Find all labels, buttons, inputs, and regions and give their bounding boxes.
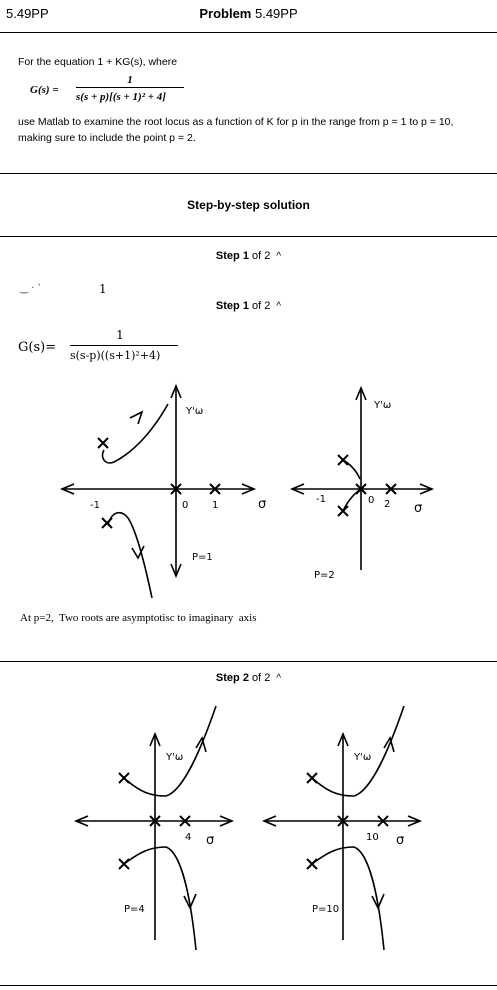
- arrowhead-icon: [337, 731, 349, 747]
- locus-branch-upper: [101, 403, 169, 464]
- divider: [0, 661, 497, 662]
- problem-line-3: use Matlab to examine the root locus as …: [18, 116, 454, 128]
- tick-label: 1: [212, 500, 218, 511]
- arrowhead-icon: [289, 483, 305, 495]
- arrowhead-icon: [419, 483, 435, 495]
- pole-marker-icon: [209, 483, 221, 495]
- locus-branch-lower: [107, 511, 153, 599]
- pole-marker-icon: [118, 858, 130, 870]
- pole-marker-icon: [377, 815, 389, 827]
- header-title-bold: Problem: [199, 6, 252, 21]
- collapse-caret-icon[interactable]: ^: [276, 673, 282, 684]
- pole-marker-icon: [355, 483, 367, 495]
- header-title-rest: 5.49PP: [254, 6, 298, 21]
- pole-marker-icon: [306, 858, 318, 870]
- tick-label: 4: [185, 832, 191, 843]
- pole-marker-icon: [118, 772, 130, 784]
- divider: [0, 985, 497, 986]
- sigma-axis-label: σ: [206, 833, 214, 848]
- fraction-bar: [70, 345, 178, 346]
- locus-arrow-icon: [371, 893, 385, 910]
- problem-g-numerator: 1: [127, 74, 133, 86]
- arrowhead-icon: [355, 385, 367, 401]
- jw-axis-label: Y'ω: [353, 752, 371, 763]
- divider: [0, 173, 497, 174]
- partial-glyphs: ‿ · ‛: [20, 283, 41, 294]
- arrowhead-icon: [241, 483, 257, 495]
- step1-title-bold: Step 1: [215, 250, 249, 262]
- tick-label: 10: [366, 832, 379, 843]
- problem-g-label: G(s) =: [30, 84, 59, 96]
- locus-arrow-icon: [183, 893, 197, 910]
- pole-marker-icon: [170, 483, 182, 495]
- pole-marker-icon: [337, 454, 349, 466]
- arrowhead-icon: [59, 483, 75, 495]
- step1-g-label: G(s)=: [18, 340, 57, 355]
- problem-g-denominator: s(s + p)[(s + 1)² + 4]: [76, 91, 166, 103]
- solution-title: Step-by-step solution: [187, 198, 310, 212]
- pole-marker-icon: [149, 815, 161, 827]
- step1-g-numerator: 1: [116, 328, 124, 342]
- step1-note: At p=2, Two roots are asymptotisc to ima…: [20, 612, 257, 624]
- pole-marker-icon: [337, 815, 349, 827]
- pole-marker-icon: [179, 815, 191, 827]
- jw-axis-label: Y'ω: [185, 406, 203, 417]
- problem-line-4: making sure to include the point p = 2.: [18, 132, 196, 144]
- arrowhead-icon: [261, 815, 277, 827]
- tick-label: 0: [368, 495, 374, 506]
- step1-header-repeat[interactable]: Step 1 of 2 ^: [0, 300, 497, 312]
- jw-axis-label: Y'ω: [165, 752, 183, 763]
- step1-g-denominator: s(s-p)((s+1)²+4): [70, 349, 161, 362]
- p-value-label: P=4: [124, 904, 145, 915]
- arrowhead-icon: [170, 383, 182, 399]
- locus-arrow-icon: [131, 545, 145, 560]
- pole-marker-icon: [337, 505, 349, 517]
- locus-arrow-icon: [383, 736, 395, 753]
- arrowhead-icon: [73, 815, 89, 827]
- p-value-label: P=10: [312, 904, 339, 915]
- p-value-label: P=2: [314, 570, 335, 581]
- tick-label: 0: [182, 500, 188, 511]
- step1-title2-bold: Step 1: [215, 300, 249, 312]
- tick-label: -1: [316, 494, 326, 505]
- tick-label: -1: [90, 500, 100, 511]
- header-title: Problem 5.49PP: [0, 6, 497, 21]
- fraction-bar: [76, 87, 184, 88]
- locus-arrow-icon: [195, 736, 207, 753]
- divider: [0, 32, 497, 33]
- step1-title-rest: of 2: [252, 250, 271, 262]
- step2-header[interactable]: Step 2 of 2 ^: [0, 672, 497, 684]
- arrowhead-icon: [219, 815, 235, 827]
- step1-root-locus-sketches: Y'ω -1 0 1 σ P=1 Y'ω -1 0 2 σ P=2: [59, 383, 435, 599]
- jw-axis-label: Y'ω: [373, 400, 391, 411]
- arrowhead-icon: [407, 815, 423, 827]
- locus-branch-upper: [311, 705, 405, 797]
- pole-marker-icon: [97, 437, 109, 449]
- sigma-axis-label: σ: [396, 833, 404, 848]
- step2-title-rest: of 2: [252, 672, 271, 684]
- pole-marker-icon: [385, 483, 397, 495]
- arrowhead-icon: [149, 731, 161, 747]
- p-value-label: P=1: [192, 552, 213, 563]
- collapse-caret-icon[interactable]: ^: [276, 301, 282, 312]
- arrowhead-icon: [170, 563, 182, 579]
- sigma-axis-label: σ: [258, 497, 266, 512]
- locus-branch-upper: [123, 705, 217, 797]
- step2-root-locus-sketches: Y'ω 4 σ P=4 Y'ω 10 σ P=10: [73, 705, 423, 951]
- step2-title-bold: Step 2: [215, 672, 249, 684]
- tick-label: 2: [384, 499, 390, 510]
- pole-marker-icon: [101, 517, 113, 529]
- locus-arrow-icon: [129, 410, 144, 425]
- pole-marker-icon: [306, 772, 318, 784]
- sigma-axis-label: σ: [414, 501, 422, 516]
- step1-header[interactable]: Step 1 of 2 ^: [0, 250, 497, 262]
- header-problem-id: 5.49PP: [6, 6, 49, 21]
- problem-line-1: For the equation 1 + KG(s), where: [18, 56, 178, 68]
- step1-fragment-numerator: 1: [99, 282, 107, 296]
- divider: [0, 236, 497, 237]
- collapse-caret-icon[interactable]: ^: [276, 251, 282, 262]
- step1-title2-rest: of 2: [252, 300, 271, 312]
